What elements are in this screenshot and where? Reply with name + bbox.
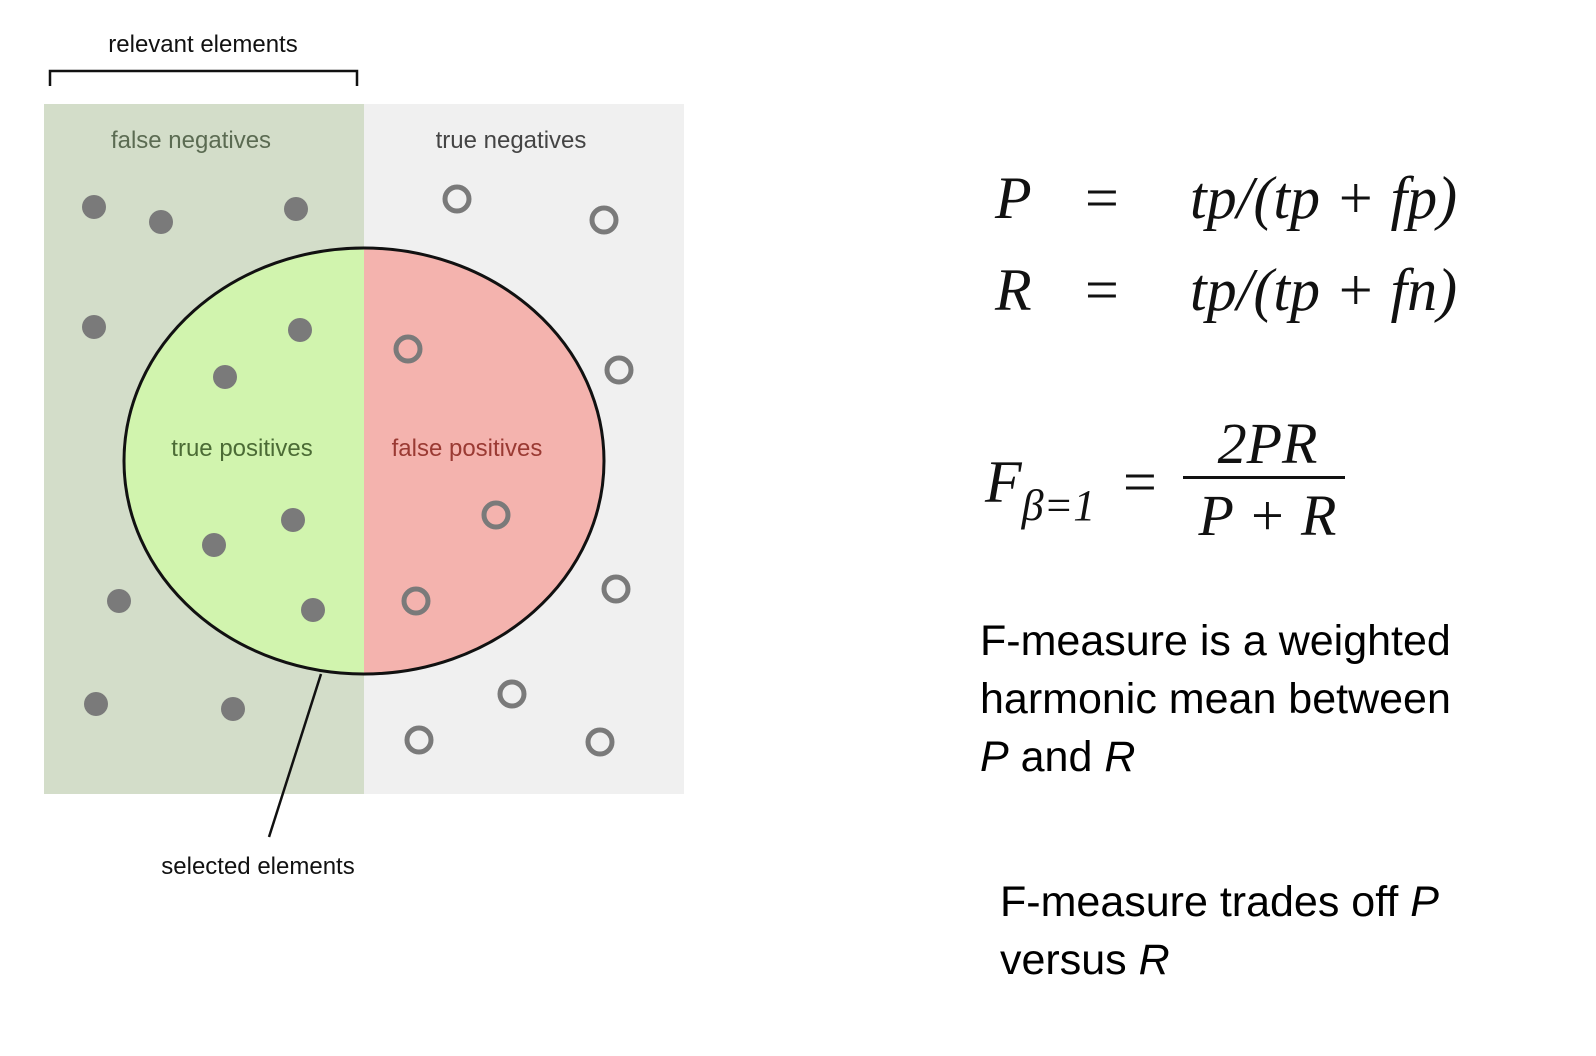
relevant-element-dot xyxy=(82,195,106,219)
relevant-element-dot xyxy=(213,365,237,389)
precision-expression: tp/(tp + fp) xyxy=(1190,165,1458,231)
precision-equals: = xyxy=(1085,165,1119,231)
recall-symbol: R xyxy=(995,257,1032,323)
relevant-elements-label: relevant elements xyxy=(108,31,297,58)
true-negatives-label: true negatives xyxy=(436,127,587,154)
recall-expression: tp/(tp + fn) xyxy=(1190,257,1458,323)
relevant-element-dot xyxy=(221,697,245,721)
false-positives-label: false positives xyxy=(392,435,543,462)
f-measure-equals: = xyxy=(1123,449,1157,515)
precision-symbol: P xyxy=(995,165,1032,231)
irrelevant-element-dot xyxy=(442,184,472,214)
harmonic-mean-note: F-measure is a weighted harmonic mean be… xyxy=(980,617,1451,781)
precision-recall-diagram: relevant elements false negatives true n… xyxy=(44,31,684,880)
irrelevant-element-dot xyxy=(404,725,434,755)
recall-equals: = xyxy=(1085,257,1119,323)
f-measure-formula: Fβ=1 = 2PR P + R xyxy=(985,410,1405,560)
irrelevant-element-dot xyxy=(497,679,527,709)
irrelevant-element-dot xyxy=(401,586,431,616)
relevant-elements-bracket xyxy=(48,69,359,86)
relevant-element-dot xyxy=(107,589,131,613)
relevant-element-dot xyxy=(149,210,173,234)
irrelevant-element-dot xyxy=(589,205,619,235)
irrelevant-element-dot xyxy=(604,355,634,385)
irrelevant-element-dot xyxy=(393,334,423,364)
fraction-bar xyxy=(1183,476,1345,479)
f-measure-numerator: 2PR xyxy=(1217,411,1318,476)
f-measure-subscript: β=1 xyxy=(1021,481,1096,530)
relevant-element-dot xyxy=(82,315,106,339)
element-dots xyxy=(82,184,634,757)
relevant-element-dot xyxy=(301,598,325,622)
irrelevant-element-dot xyxy=(481,500,511,530)
relevant-element-dot xyxy=(281,508,305,532)
false-negatives-label: false negatives xyxy=(111,127,271,154)
selected-elements-pointer xyxy=(267,673,323,838)
true-positives-label: true positives xyxy=(171,435,312,462)
relevant-element-dot xyxy=(288,318,312,342)
f-measure-symbol: Fβ=1 xyxy=(985,449,1096,530)
selected-elements-label: selected elements xyxy=(161,853,354,880)
f-measure-denominator: P + R xyxy=(1198,483,1337,548)
tradeoff-note: F-measure trades off P versus R xyxy=(1000,878,1439,984)
relevant-element-dot xyxy=(202,533,226,557)
relevant-element-dot xyxy=(84,692,108,716)
relevant-element-dot xyxy=(284,197,308,221)
irrelevant-element-dot xyxy=(601,574,631,604)
selected-elements-circle xyxy=(122,246,606,676)
irrelevant-element-dot xyxy=(585,727,615,757)
